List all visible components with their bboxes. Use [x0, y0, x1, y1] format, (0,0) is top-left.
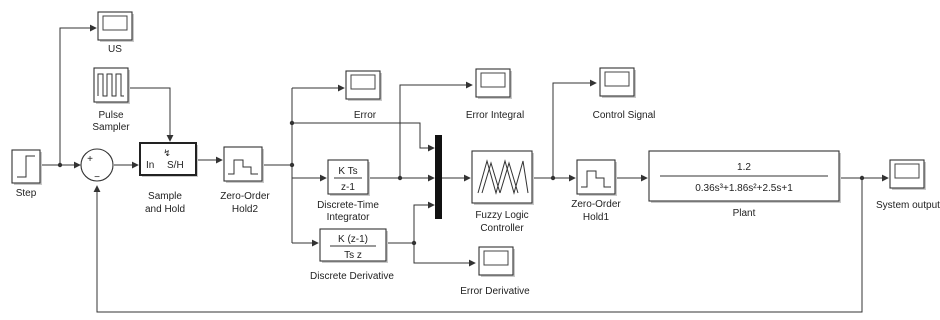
trigger-icon: ↯ — [163, 148, 171, 158]
signal-lines — [40, 24, 889, 313]
membership-functions-icon — [481, 161, 501, 194]
branch-point — [57, 162, 63, 168]
line-feedback[interactable] — [93, 178, 863, 313]
pulse-sampler-label-1: Pulse — [98, 110, 123, 121]
pulse-sampler-label-2: Sampler — [92, 122, 130, 133]
line-to-error-derivative-scope[interactable] — [413, 243, 476, 267]
sum-minus-sign: − — [94, 172, 100, 183]
sum-plus-sign: + — [87, 154, 93, 165]
sum-block[interactable]: + − — [80, 148, 114, 183]
sh-block-label: S/H — [167, 160, 184, 171]
step-icon — [17, 155, 35, 178]
plant-caption: Plant — [733, 208, 756, 219]
scope-icon — [480, 72, 506, 88]
sample-hold-caption-1: Sample — [148, 191, 182, 202]
line-pulse-to-trigger[interactable] — [130, 87, 174, 142]
error-derivative-scope-block[interactable]: Error Derivative — [460, 246, 530, 297]
sample-hold-caption-2: and Hold — [145, 204, 185, 215]
flc-label-1: Fuzzy Logic — [475, 210, 528, 221]
discrete-time-integrator-block[interactable]: K Ts z-1 Discrete-Time Integrator — [317, 159, 379, 223]
error-integral-scope-label: Error Integral — [466, 110, 524, 121]
step-label: Step — [16, 188, 37, 199]
scope-icon — [350, 74, 376, 90]
flc-label-2: Controller — [480, 223, 524, 234]
zero-order-hold1-block[interactable]: Zero-Order Hold1 — [571, 159, 621, 223]
line-to-error-integral-scope[interactable] — [399, 81, 473, 178]
membership-functions-icon — [499, 161, 519, 194]
plant-numerator: 1.2 — [737, 162, 751, 173]
line-derivative-to-mux[interactable] — [413, 201, 435, 243]
system-output-scope-label: System output — [876, 200, 940, 211]
line-to-control-signal-scope[interactable] — [552, 79, 597, 178]
pulse-sampler-block[interactable]: Pulse Sampler — [92, 67, 130, 133]
us-scope-block[interactable]: US — [97, 11, 134, 55]
fuzzy-logic-controller-block[interactable]: Fuzzy Logic Controller — [471, 150, 534, 234]
control-signal-scope-label: Control Signal — [593, 110, 656, 121]
integrator-caption-2: Integrator — [327, 212, 370, 223]
membership-functions-icon — [477, 159, 529, 195]
error-scope-label: Error — [354, 110, 377, 121]
branch-point — [289, 162, 295, 168]
plant-denominator: 0.36s³+1.86s²+2.5s+1 — [695, 183, 793, 194]
integrator-denominator: z-1 — [341, 182, 355, 193]
zoh1-label-2: Hold1 — [583, 212, 610, 223]
derivative-numerator: K (z-1) — [338, 234, 368, 245]
integrator-caption-1: Discrete-Time — [317, 200, 379, 211]
zoh2-label-1: Zero-Order — [220, 191, 270, 202]
scope-icon — [102, 15, 128, 31]
error-integral-scope-block[interactable]: Error Integral — [466, 68, 524, 121]
derivative-caption: Discrete Derivative — [310, 271, 394, 282]
derivative-denominator: Ts z — [344, 250, 362, 261]
plant-transfer-function-block[interactable]: 1.2 0.36s³+1.86s²+2.5s+1 Plant — [648, 150, 841, 219]
control-signal-scope-block[interactable]: Control Signal — [593, 67, 656, 121]
scope-icon — [604, 71, 630, 87]
zoh-icon — [228, 159, 258, 175]
zoh1-label-1: Zero-Order — [571, 199, 621, 210]
scope-icon — [894, 163, 920, 179]
discrete-derivative-block[interactable]: K (z-1) Ts z Discrete Derivative — [310, 228, 394, 282]
error-derivative-scope-label: Error Derivative — [460, 286, 530, 297]
line-error-to-mux[interactable] — [292, 122, 435, 152]
scope-icon — [483, 250, 509, 266]
sample-hold-block[interactable]: ↯ In S/H Sample and Hold — [139, 142, 198, 215]
us-scope-label: US — [108, 44, 122, 55]
mux-block[interactable] — [435, 135, 442, 219]
zoh-icon — [581, 170, 611, 188]
step-block[interactable]: Step — [11, 149, 42, 199]
line-to-us-scope[interactable] — [59, 24, 97, 165]
error-scope-block[interactable]: Error — [345, 70, 382, 121]
integrator-numerator: K Ts — [338, 166, 357, 177]
pulse-icon — [97, 73, 124, 97]
zero-order-hold2-block[interactable]: Zero-Order Hold2 — [220, 146, 270, 215]
system-output-scope-block[interactable]: System output — [876, 159, 940, 211]
zoh2-label-2: Hold2 — [232, 204, 259, 215]
sh-in-port-label: In — [146, 160, 154, 171]
